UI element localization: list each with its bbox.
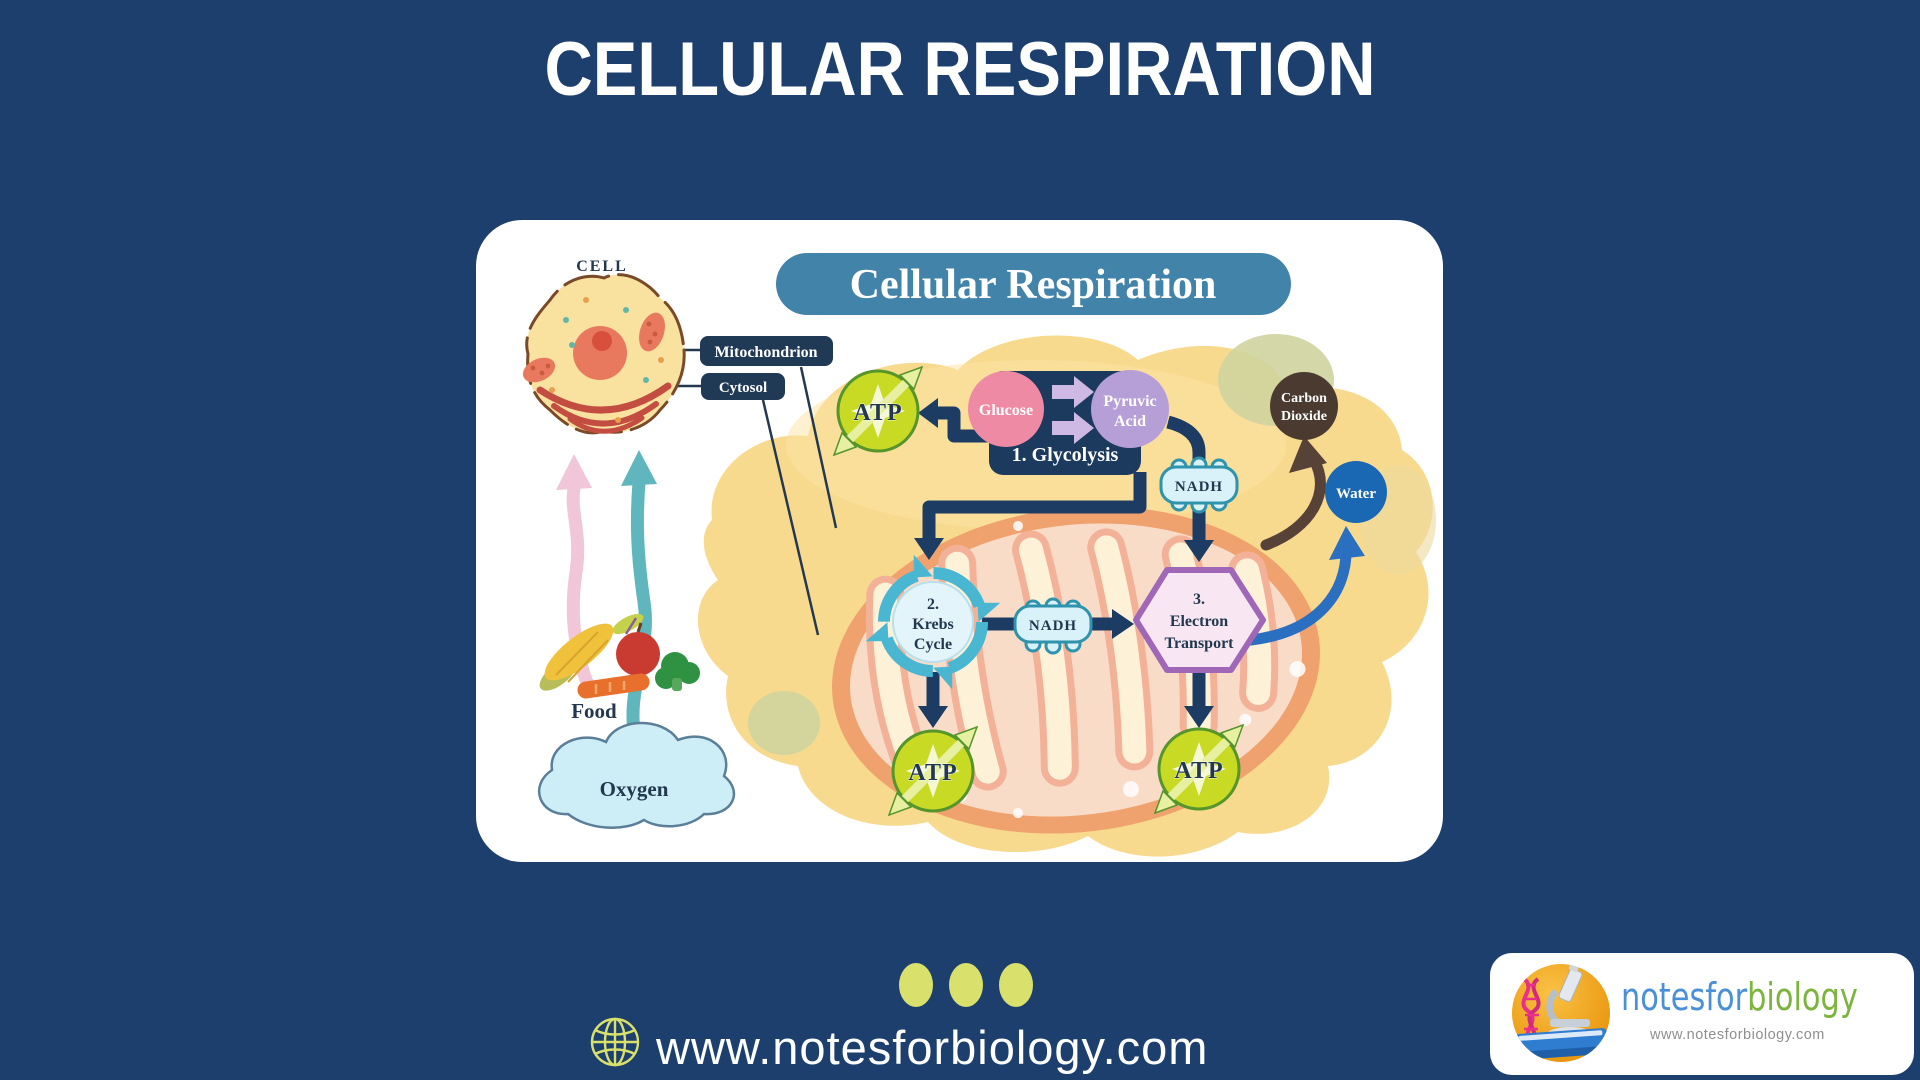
logo-url: www.notesforbiology.com (1650, 1027, 1825, 1043)
page-title: CELLULAR RESPIRATION (544, 27, 1376, 112)
logo-name-green: biology (1747, 975, 1858, 1019)
conversion-arrows-icon (1052, 376, 1094, 444)
nucleolus (592, 331, 612, 351)
dot-2 (949, 963, 983, 1007)
krebs-label-line1: 2. (927, 596, 939, 613)
diagram-card: CELL Mitochondrion Cytosol (476, 220, 1443, 862)
krebs-cycle-arrowheads (865, 554, 1001, 690)
pyruvic-acid-node: Pyruvic Acid (1091, 370, 1169, 448)
electron-label-line3: Transport (1164, 635, 1234, 652)
atp-badge-electron-transport: ATP (1153, 723, 1245, 815)
callout-mitochondrion-label: Mitochondrion (714, 344, 817, 361)
nadh-label-2: NADH (1029, 618, 1077, 634)
krebs-cycle-node: 2. Krebs Cycle (865, 554, 1001, 690)
logo-icon (1512, 964, 1610, 1062)
nadh-node-glycolysis: NADH (1159, 456, 1239, 514)
co2-arrow (1260, 436, 1327, 551)
glucose-node: Glucose (968, 371, 1044, 447)
atp-label-2: ATP (908, 760, 957, 786)
endoplasmic-reticulum (536, 382, 672, 434)
cell-speckles (549, 297, 664, 423)
nadh-label-1: NADH (1175, 479, 1223, 495)
cellular-respiration-diagram: CELL Mitochondrion Cytosol (522, 253, 1436, 857)
atp-label-3: ATP (1174, 758, 1223, 784)
book-icon (1513, 1028, 1609, 1060)
diagram-banner: Cellular Respiration (776, 253, 1291, 315)
callout-mitochondrion: Mitochondrion (700, 336, 833, 366)
food-illustration: Food (539, 613, 700, 723)
cell-label: CELL (576, 258, 628, 275)
krebs-label-line2: Krebs (912, 616, 953, 633)
glucose-label: Glucose (979, 402, 1033, 419)
electron-label-line1: 3. (1193, 591, 1205, 608)
oxygen-cloud: Oxygen (537, 721, 736, 829)
nadh-node-krebs: NADH (1013, 597, 1093, 655)
krebs-label-line3: Cycle (914, 636, 952, 653)
dot-1 (899, 963, 933, 1007)
globe-icon (590, 1017, 640, 1067)
pyruvic-label-line2: Acid (1114, 413, 1146, 430)
oxygen-label: Oxygen (600, 777, 669, 801)
co2-label-line1: Carbon (1281, 391, 1327, 406)
atp-badge-krebs: ATP (887, 725, 979, 817)
electron-label-line2: Electron (1170, 613, 1228, 630)
water-node: Water (1325, 461, 1387, 523)
process-arrowheads (914, 398, 1214, 728)
nucleus (573, 326, 627, 380)
dot-3 (999, 963, 1033, 1007)
water-label: Water (1336, 486, 1376, 502)
carbon-dioxide-node: Carbon Dioxide (1270, 372, 1338, 440)
water-arrow (1245, 526, 1365, 646)
oxygen-arrow (621, 450, 657, 749)
footer-website: www.notesforbiology.com (656, 1021, 1209, 1074)
pyruvic-label-line1: Pyruvic (1103, 393, 1156, 410)
atp-label-1: ATP (853, 400, 902, 426)
electron-transport-node: 3. Electron Transport (1133, 567, 1266, 673)
atp-badge-glycolysis: ATP (832, 365, 924, 457)
food-label: Food (571, 699, 617, 723)
callout-cytosol: Cytosol (701, 373, 785, 400)
footer-dots (899, 963, 1033, 1007)
small-cell-illustration: CELL (522, 258, 686, 435)
logo-name: notesforbiology (1621, 975, 1858, 1019)
diagram-banner-title: Cellular Respiration (850, 262, 1217, 308)
logo-card: notesforbiology www.notesforbiology.com (1490, 953, 1914, 1075)
glycolysis-label: 1. Glycolysis (1012, 444, 1119, 466)
co2-label-line2: Dioxide (1281, 409, 1327, 424)
small-mitochondria (522, 312, 665, 383)
callout-cytosol-label: Cytosol (719, 380, 767, 396)
logo-name-blue: notesfor (1621, 975, 1748, 1019)
